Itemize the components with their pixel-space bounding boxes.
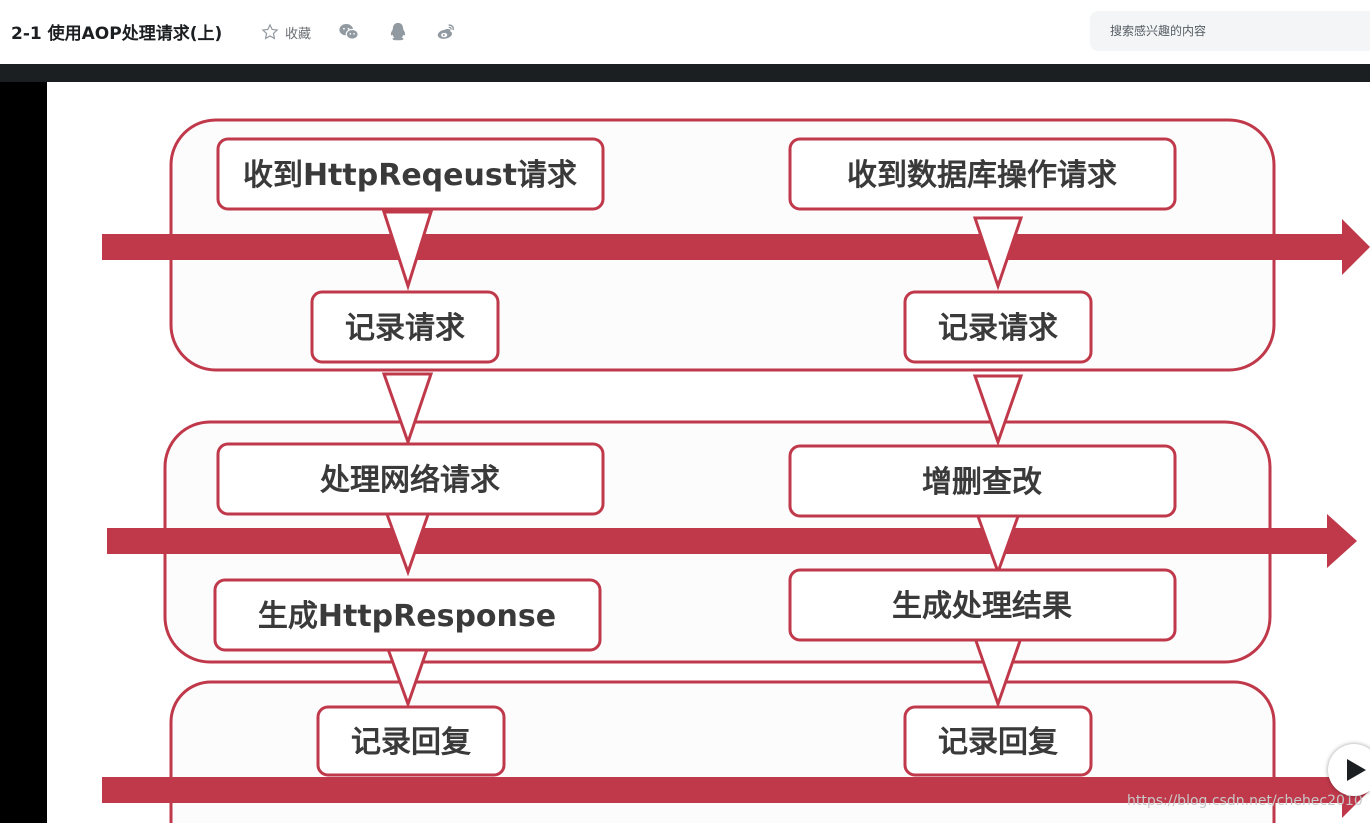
play-button[interactable] — [1328, 744, 1370, 796]
svg-text:记录请求: 记录请求 — [938, 311, 1058, 346]
svg-text:记录回复: 记录回复 — [938, 725, 1058, 760]
course-title: 2-1 使用AOP处理请求(上) — [11, 24, 223, 44]
box-log-request-right: 记录请求 — [903, 290, 1093, 364]
flow-arrow-middle — [107, 514, 1357, 568]
video-letterbox — [0, 82, 47, 823]
box-log-response-right: 记录回复 — [903, 705, 1093, 777]
play-icon — [1347, 759, 1366, 781]
svg-text:处理网络请求: 处理网络请求 — [319, 463, 500, 498]
favorite-button[interactable]: 收藏 — [261, 22, 311, 42]
box-process-network-request: 处理网络请求 — [216, 442, 605, 516]
qq-icon[interactable] — [387, 21, 409, 43]
watermark: https://blog.csdn.net/chehec2010 — [1127, 793, 1363, 809]
favorite-label: 收藏 — [285, 26, 312, 42]
box-receive-db-request: 收到数据库操作请求 — [788, 137, 1177, 211]
box-generate-http-response: 生成HttpResponse — [213, 578, 602, 652]
box-log-response-left: 记录回复 — [316, 705, 506, 777]
weibo-icon[interactable] — [435, 21, 457, 43]
box-receive-http-request: 收到HttpReqeust请求 — [216, 137, 605, 211]
svg-text:收到数据库操作请求: 收到数据库操作请求 — [847, 158, 1117, 193]
svg-text:记录回复: 记录回复 — [351, 725, 471, 760]
wechat-icon[interactable] — [338, 21, 360, 43]
svg-text:增删查改: 增删查改 — [922, 465, 1042, 500]
svg-text:生成HttpResponse: 生成HttpResponse — [258, 599, 556, 634]
search-box[interactable] — [1090, 11, 1370, 51]
svg-text:记录请求: 记录请求 — [345, 311, 465, 346]
svg-text:生成处理结果: 生成处理结果 — [892, 589, 1072, 624]
flow-arrow-top — [102, 219, 1370, 275]
star-icon — [261, 23, 279, 40]
box-crud: 增删查改 — [788, 444, 1177, 518]
connector-triangle — [972, 216, 1024, 291]
page-header: 2-1 使用AOP处理请求(上) 收藏 — [0, 0, 1370, 65]
slide-diagram: 收到HttpReqeust请求 收到数据库操作请求 记录请求 记录请求 处理网络… — [47, 82, 1370, 823]
connector-triangle — [381, 372, 434, 447]
search-input[interactable] — [1090, 11, 1350, 51]
box-log-request-left: 记录请求 — [310, 290, 500, 364]
svg-text:收到HttpReqeust请求: 收到HttpReqeust请求 — [243, 158, 577, 193]
box-generate-result: 生成处理结果 — [788, 568, 1177, 642]
connector-triangle — [972, 374, 1024, 447]
connector-triangle — [381, 210, 434, 291]
